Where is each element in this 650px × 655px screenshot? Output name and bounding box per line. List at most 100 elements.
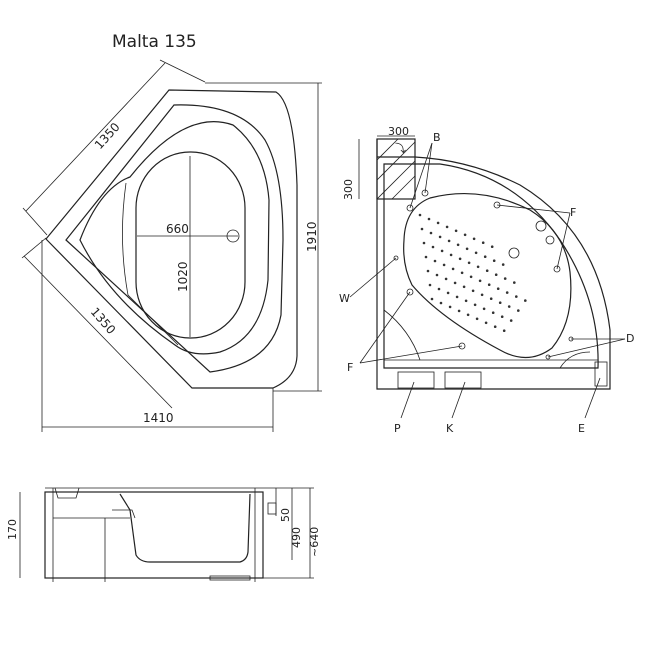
side-step (112, 509, 136, 519)
side-tub-profile (119, 493, 251, 563)
leader-f2 (359, 291, 411, 364)
air-jet-dot (483, 255, 487, 258)
air-jet-dot (476, 265, 480, 269)
dim-label-1350-bottom: 1350 (88, 305, 119, 337)
air-jet-dot (444, 277, 448, 281)
callout-d: D (626, 332, 634, 345)
air-jet-dot (448, 305, 452, 309)
air-jet-dot (498, 301, 502, 305)
side-frame (44, 491, 264, 579)
air-jet-dot (481, 241, 485, 244)
seat-curve (383, 309, 421, 361)
leader-f (556, 212, 571, 270)
air-jet-dot (460, 271, 464, 275)
side-valve (267, 502, 277, 515)
air-jet-dot (458, 257, 462, 261)
air-jet-dot (482, 307, 486, 311)
air-jet-dot (436, 221, 440, 225)
pump-box (397, 371, 435, 389)
leader-d (547, 338, 626, 358)
dim-line-1350-bottom (23, 255, 173, 409)
air-jet-dot (453, 281, 457, 285)
air-jet-dot (490, 245, 494, 248)
headrest (54, 487, 80, 499)
air-jet-dot (501, 263, 505, 266)
dim-label-490: 490 (290, 527, 303, 548)
hatch-line (376, 138, 399, 161)
callout-k: K (446, 422, 454, 435)
air-jet-dot (509, 319, 513, 322)
hydro-jet (406, 288, 414, 296)
callout-p: P (394, 422, 401, 435)
callout-w: W (339, 292, 350, 305)
air-jet-dot (433, 259, 437, 263)
dim-label-1020: 1020 (176, 261, 190, 292)
dim-label-50: 50 (279, 508, 292, 522)
air-jet-dot (422, 241, 426, 245)
air-jet-dot (467, 261, 471, 265)
air-jet-dot (517, 309, 520, 312)
dim-label-170: 170 (6, 519, 19, 540)
air-jet-dot (524, 299, 527, 302)
top-view-basin (135, 151, 246, 339)
hydro-jet (553, 265, 561, 273)
top-view-tub (79, 121, 270, 355)
air-jet-dot (505, 291, 509, 294)
dim-tick (159, 59, 206, 83)
hydro-jet (458, 342, 466, 350)
dim-tick (21, 237, 47, 259)
air-jet-dot (469, 275, 473, 279)
air-jet-dot (478, 279, 482, 283)
dim-label-1410: 1410 (143, 411, 174, 425)
control-knob (545, 235, 555, 245)
leader-f2 (359, 345, 463, 364)
air-jet-dot (428, 283, 432, 287)
air-jet-dot (435, 273, 439, 277)
air-jet-dot (474, 251, 478, 255)
fittings-view: ⤵ 300 300 B F W F (339, 125, 634, 435)
air-jet-dot (515, 295, 518, 298)
dim-label-660: 660 (166, 222, 189, 236)
drain-fitting (508, 247, 520, 259)
air-jet-dot (457, 309, 461, 313)
leader-b (409, 142, 433, 209)
air-jet-dot (462, 285, 466, 289)
dim-label-1910: 1910 (305, 221, 319, 252)
hydro-jet (406, 204, 414, 212)
air-jet-dot (485, 269, 489, 273)
air-jet-dot (420, 227, 424, 231)
air-jet-dot (426, 269, 430, 273)
callout-b: B (433, 131, 441, 144)
hatch-line (376, 160, 416, 200)
air-jet-dot (473, 303, 477, 307)
air-jet-dot (492, 259, 496, 263)
leader-f (496, 204, 571, 214)
air-jet-dot (507, 305, 511, 308)
air-jet-dot (465, 247, 469, 251)
air-jet-dot (442, 263, 446, 267)
air-jet-dot (437, 287, 441, 291)
drain-pipe (209, 575, 251, 581)
top-view-outline (45, 89, 298, 389)
air-jet-dot (502, 329, 506, 333)
air-jet-dot (493, 325, 497, 329)
dim-line-1350-top (25, 62, 166, 212)
air-jet-dot (484, 321, 488, 325)
air-jet-dot (487, 283, 491, 287)
hydro-jet (421, 189, 429, 197)
air-jet-dot (496, 287, 500, 291)
callout-f-bottom: F (347, 361, 353, 374)
callout-f-top: F (570, 206, 576, 219)
fittings-basin (403, 192, 572, 359)
air-jet-dot (500, 315, 504, 319)
top-view-seat (122, 182, 179, 346)
air-jets (418, 213, 527, 333)
air-jet-dot (445, 225, 449, 229)
air-jet-dot (471, 289, 475, 293)
air-jet-dot (464, 299, 468, 303)
air-jet-dot (463, 233, 467, 237)
air-jet-dot (489, 297, 493, 301)
air-jet-dot (475, 317, 479, 321)
dim-label-300-left: 300 (342, 179, 355, 200)
air-jet-dot (418, 213, 422, 217)
